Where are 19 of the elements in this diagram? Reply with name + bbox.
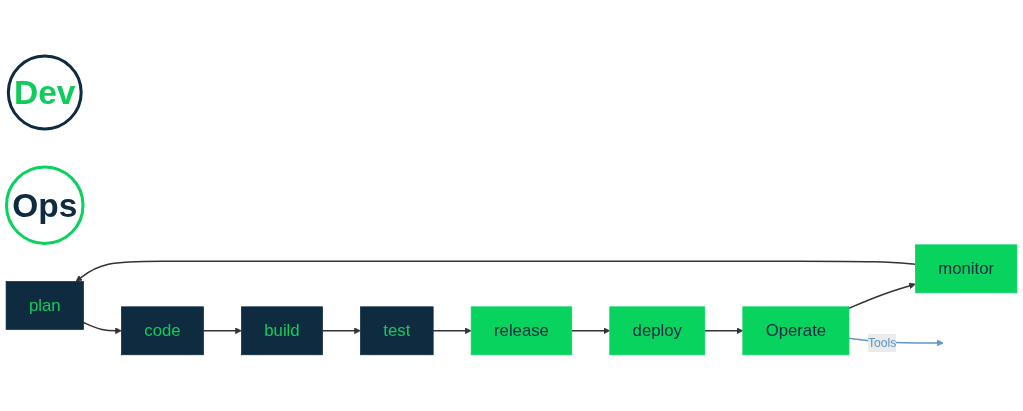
arrow	[321, 327, 361, 335]
node-box: plan	[5, 281, 84, 330]
arrow	[848, 282, 916, 310]
arrow	[571, 327, 611, 335]
node-box: code	[121, 306, 204, 356]
arrow	[704, 327, 744, 335]
node-box: build	[241, 306, 323, 356]
node-circle: Dev	[6, 54, 83, 131]
node-box: monitor	[915, 244, 1018, 294]
arrow	[75, 260, 917, 282]
node-box: deploy	[609, 306, 706, 356]
node-box: test	[360, 306, 434, 356]
arrow	[82, 321, 122, 335]
node-circle: Ops	[5, 165, 85, 246]
node-box: Operate	[742, 306, 850, 356]
arrow	[432, 327, 472, 335]
node-box: release	[470, 306, 573, 356]
arrow	[202, 327, 242, 335]
edge-label: Tools	[867, 336, 897, 350]
